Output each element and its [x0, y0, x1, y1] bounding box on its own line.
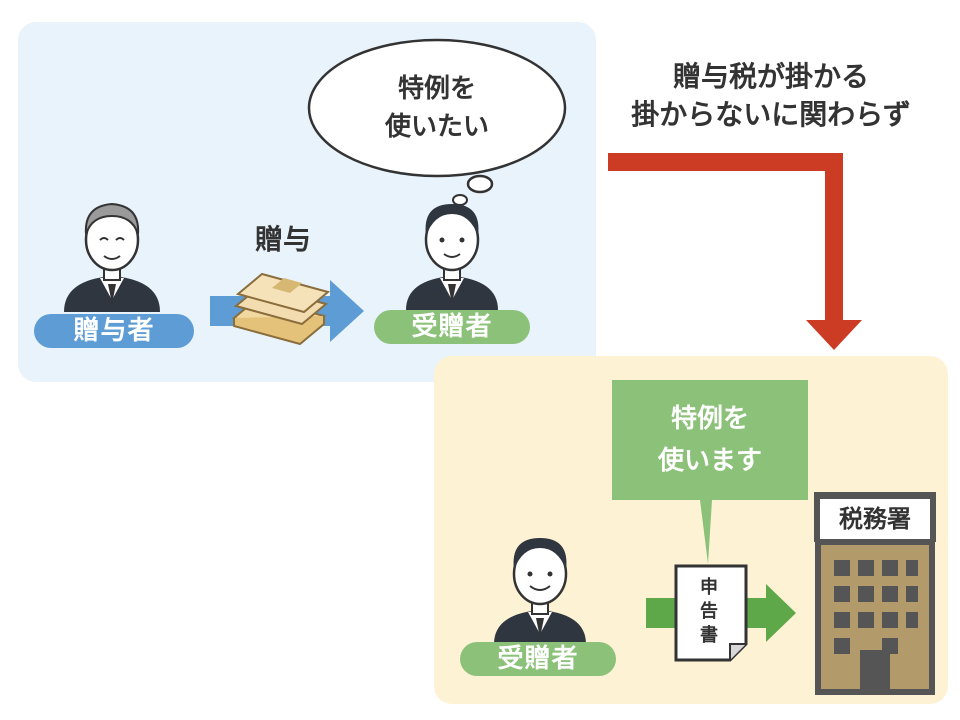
filer-label: 受贈者 — [460, 642, 616, 676]
money-bundle-icon — [231, 272, 331, 346]
connector-note: 贈与税が掛かる 掛からないに関わらず — [606, 58, 936, 134]
callout-box — [612, 380, 808, 564]
thought-line-2: 使いたい — [384, 112, 489, 142]
form-label-char-3: 書 — [700, 625, 718, 646]
callout-line-2: 使います — [657, 446, 762, 476]
form-label-char-1: 申 — [700, 577, 718, 598]
giver-person-icon — [64, 202, 160, 312]
thought-line-1: 特例を — [397, 74, 476, 104]
filer-person-icon — [494, 538, 586, 644]
form-label-char-2: 告 — [700, 601, 718, 622]
form-label: 申 告 書 — [684, 576, 734, 648]
giver-label: 贈与者 — [34, 314, 194, 348]
gift-label: 贈与 — [254, 223, 311, 256]
document-icon — [674, 564, 748, 662]
callout-text: 特例を 使います — [612, 398, 808, 482]
receiver-person-icon — [406, 204, 498, 310]
thought-bubble — [307, 38, 567, 206]
receiver-label: 受贈者 — [374, 310, 530, 344]
callout-line-1: 特例を — [670, 404, 749, 434]
flow-arrow — [608, 153, 862, 350]
connector-note-line-1: 贈与税が掛かる — [672, 60, 869, 93]
thought-text: 特例を 使いたい — [367, 70, 507, 146]
connector-note-line-2: 掛からないに関わらず — [631, 98, 911, 131]
tax-office-label: 税務署 — [820, 499, 930, 539]
